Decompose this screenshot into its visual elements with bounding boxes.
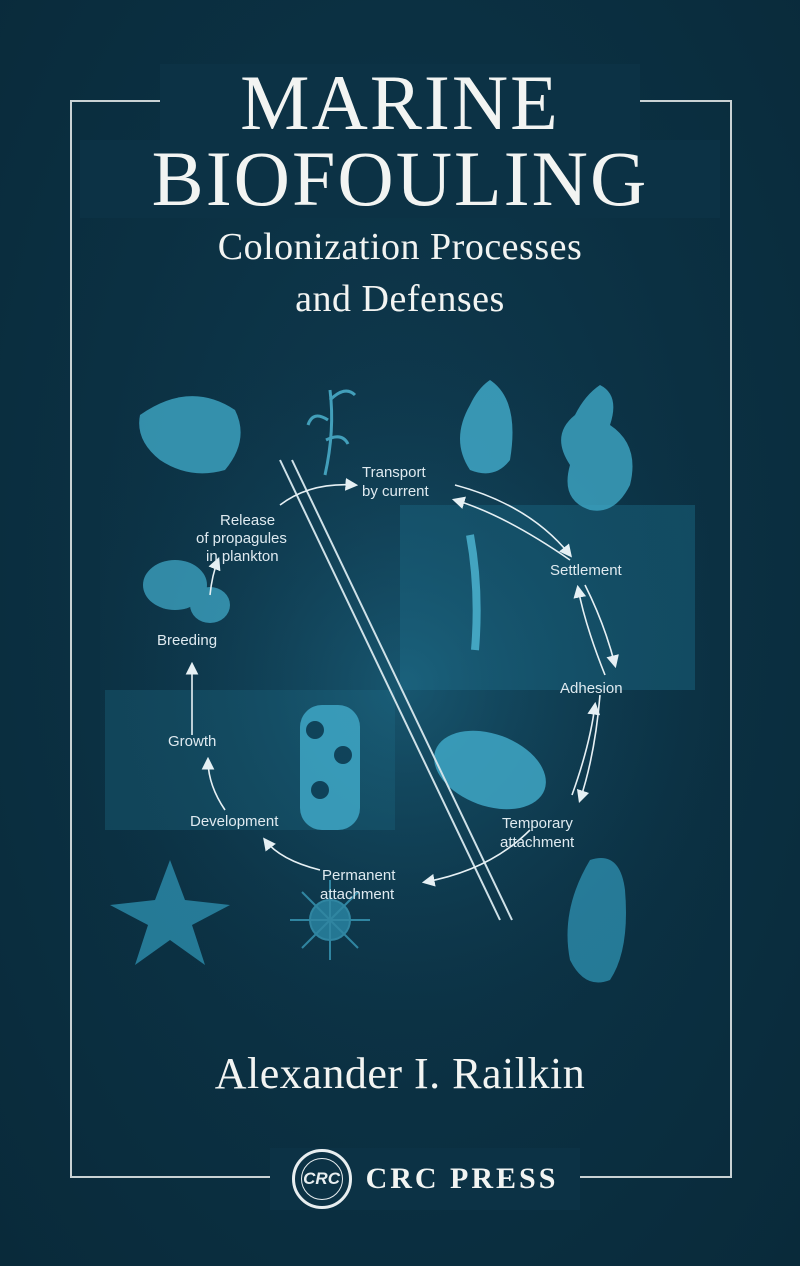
tube-worm-icon	[466, 534, 481, 651]
publisher-block: CRC CRC PRESS	[270, 1148, 580, 1210]
label-breeding: Breeding	[157, 632, 217, 649]
coral-colony-icon	[561, 385, 633, 511]
label-temporary-1: Temporary	[502, 815, 573, 832]
label-transport-2: by current	[362, 483, 430, 500]
publisher-name: CRC PRESS	[365, 1162, 559, 1195]
diagonal-lines	[279, 459, 513, 921]
label-settlement: Settlement	[550, 562, 623, 579]
biofouling-cycle-diagram: Transport by current Release of propagul…	[100, 360, 710, 1010]
subtitle-line-2: and Defenses	[295, 278, 505, 320]
title-line-1: MARINE	[160, 64, 640, 142]
label-release-3: in plankton	[206, 548, 279, 565]
title-line-2: BIOFOULING	[80, 140, 720, 218]
label-temporary-2: attachment	[500, 834, 575, 851]
crc-logo-icon: CRC	[291, 1149, 352, 1209]
subtitle-line-1: Colonization Processes	[217, 226, 583, 268]
bryozoan-frond-icon	[460, 380, 513, 474]
mussel-icon	[139, 396, 241, 474]
hydroid-icon	[306, 389, 357, 476]
sea-urchin-icon	[290, 880, 370, 960]
shell-cluster-icon	[143, 560, 230, 623]
label-permanent-2: attachment	[320, 886, 395, 903]
cycle-arrows	[185, 477, 619, 887]
oyster-icon	[434, 730, 546, 810]
label-adhesion: Adhesion	[560, 680, 623, 697]
label-development: Development	[190, 813, 279, 830]
starfish-icon	[110, 860, 230, 965]
ascidian-icon	[567, 858, 626, 983]
author-name: Alexander I. Railkin	[214, 1049, 586, 1098]
label-growth: Growth	[168, 733, 216, 750]
label-transport-1: Transport	[362, 464, 426, 481]
barnacle-colony-icon	[300, 705, 360, 830]
label-release-1: Release	[220, 512, 275, 529]
label-release-2: of propagules	[196, 530, 287, 547]
label-permanent-1: Permanent	[322, 867, 396, 884]
